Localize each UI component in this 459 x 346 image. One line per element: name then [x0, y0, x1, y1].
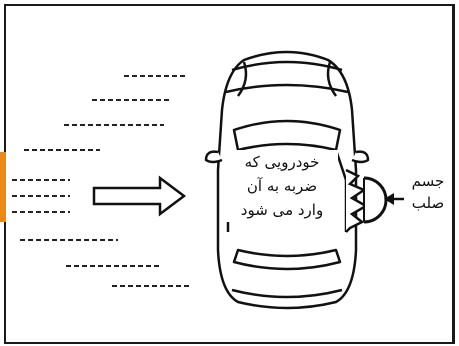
rigid-object-icon	[364, 178, 386, 222]
car-label-line-3: وارد می شود	[226, 198, 338, 222]
rigid-object-label-line-1: جسم	[404, 170, 452, 192]
car-label-line-2: ضربه به آن	[226, 174, 338, 198]
car-label: خودرویی که ضربه به آن وارد می شود	[226, 150, 338, 222]
rigid-object-label-line-2: صلب	[404, 192, 452, 214]
car-label-line-1: خودرویی که	[226, 150, 338, 174]
motion-arrow-icon	[94, 178, 184, 214]
rigid-object-label: جسم صلب	[404, 170, 452, 214]
